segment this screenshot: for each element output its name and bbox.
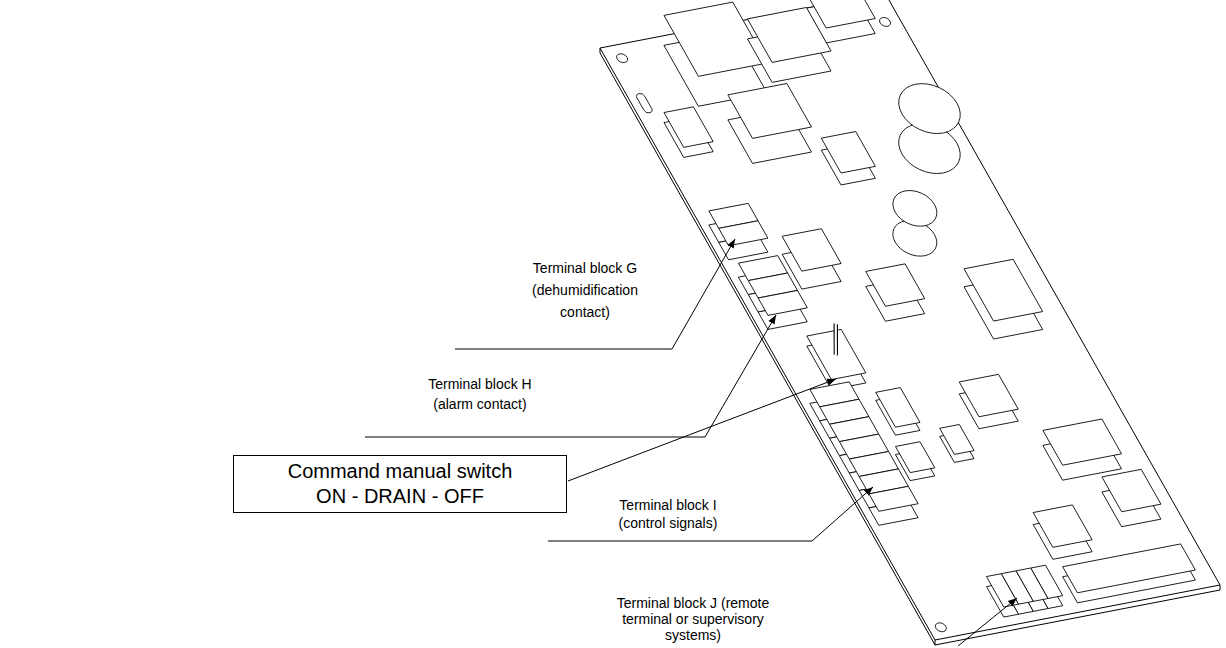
callout-text: Command manual switch ON - DRAIN - OFF	[280, 459, 520, 509]
switch-callout-box: Command manual switch ON - DRAIN - OFF	[233, 455, 567, 513]
board-edge	[600, 48, 1220, 645]
part-label: Terminal block I (control signals)	[609, 496, 727, 532]
leader-line	[568, 379, 836, 481]
capacitor	[659, 107, 718, 158]
part-label: Terminal block H (alarm contact)	[422, 374, 538, 414]
circuit-board	[600, 0, 1220, 640]
leader-line	[958, 598, 1017, 646]
electrolytic-capacitor	[870, 187, 960, 259]
electrolytic-capacitor	[868, 79, 991, 178]
leader-line	[365, 315, 776, 437]
board-edge	[935, 640, 936, 645]
mounting-hole	[612, 4, 1207, 633]
component	[862, 354, 1179, 577]
transformer	[715, 83, 824, 163]
relay	[737, 7, 841, 82]
component	[815, 132, 881, 185]
terminal-block	[981, 565, 1067, 617]
leader-lines	[365, 239, 1017, 646]
component	[858, 245, 1052, 356]
terminal-block	[731, 256, 814, 330]
connector	[1058, 544, 1201, 603]
leader-line	[455, 239, 735, 349]
leader-line	[548, 487, 873, 541]
part-label: Terminal block G (dehumidification conta…	[523, 257, 647, 323]
part-label: Terminal block J (remote terminal or sup…	[613, 595, 773, 643]
terminal-block	[702, 203, 775, 259]
